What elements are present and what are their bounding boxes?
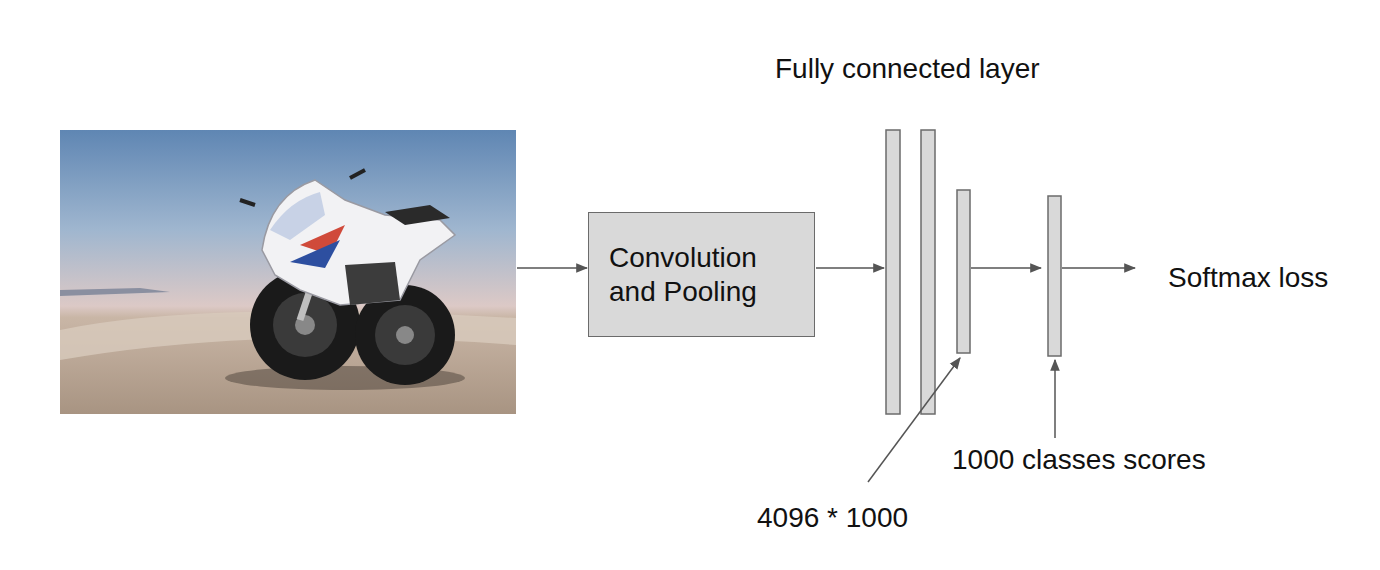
photo-sky — [60, 130, 516, 414]
process-box: Convolution and Pooling — [588, 212, 815, 337]
distant-hills — [60, 288, 170, 296]
rear-hub — [396, 326, 414, 344]
windscreen — [270, 192, 325, 240]
fc-layer-bar — [886, 130, 900, 414]
seat — [385, 205, 450, 225]
motorcycle-photo — [60, 130, 516, 414]
score-bar — [1048, 196, 1061, 356]
annotation-label: 1000 classes scores — [952, 443, 1206, 477]
flow-arrow — [816, 267, 884, 269]
leader-line — [1054, 360, 1056, 438]
annotation-label: Fully connected layer — [775, 52, 1040, 86]
box-label: Convolution and Pooling — [609, 241, 789, 308]
annotation-label: 4096 * 1000 — [757, 501, 908, 535]
flow-arrow — [517, 267, 587, 269]
fc-layer-bar — [957, 190, 970, 353]
fairing — [262, 180, 455, 305]
annotation-label: Softmax loss — [1168, 261, 1328, 295]
flow-arrow — [1062, 267, 1135, 269]
leader-line — [868, 358, 960, 482]
stripe-blue — [290, 240, 340, 268]
mirrors — [240, 170, 365, 205]
flow-arrow — [971, 267, 1041, 269]
engine — [345, 262, 400, 305]
rear-rim — [375, 305, 435, 365]
fc-layer-bar — [921, 130, 935, 414]
